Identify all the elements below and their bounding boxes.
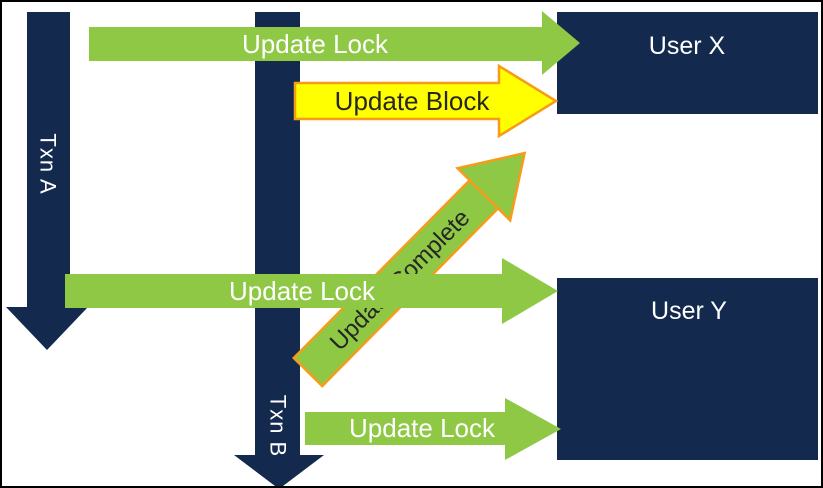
txn-b-label: Txn B bbox=[265, 395, 290, 457]
update-lock-bottom-label: Update Lock bbox=[349, 413, 496, 443]
update-lock-arrow-middle bbox=[65, 258, 558, 324]
txn-a-label: Txn A bbox=[35, 133, 60, 194]
update-complete-arrowhead bbox=[455, 151, 527, 223]
txn-b-timeline-arrow bbox=[234, 12, 324, 486]
txn-a-timeline-arrow bbox=[6, 12, 88, 350]
update-complete-arrow: Update Complete bbox=[292, 151, 527, 388]
user-x-label: User X bbox=[649, 32, 726, 60]
user-y-label: User Y bbox=[651, 297, 727, 325]
update-block-label: Update Block bbox=[335, 86, 491, 116]
update-block-arrow bbox=[293, 63, 559, 139]
update-lock-arrow-top bbox=[89, 11, 580, 75]
user-y-box bbox=[557, 278, 818, 460]
user-x-box bbox=[557, 12, 818, 114]
update-lock-top-label: Update Lock bbox=[242, 29, 389, 59]
update-lock-arrow-bottom bbox=[305, 398, 561, 460]
update-lock-middle-label: Update Lock bbox=[229, 276, 376, 306]
